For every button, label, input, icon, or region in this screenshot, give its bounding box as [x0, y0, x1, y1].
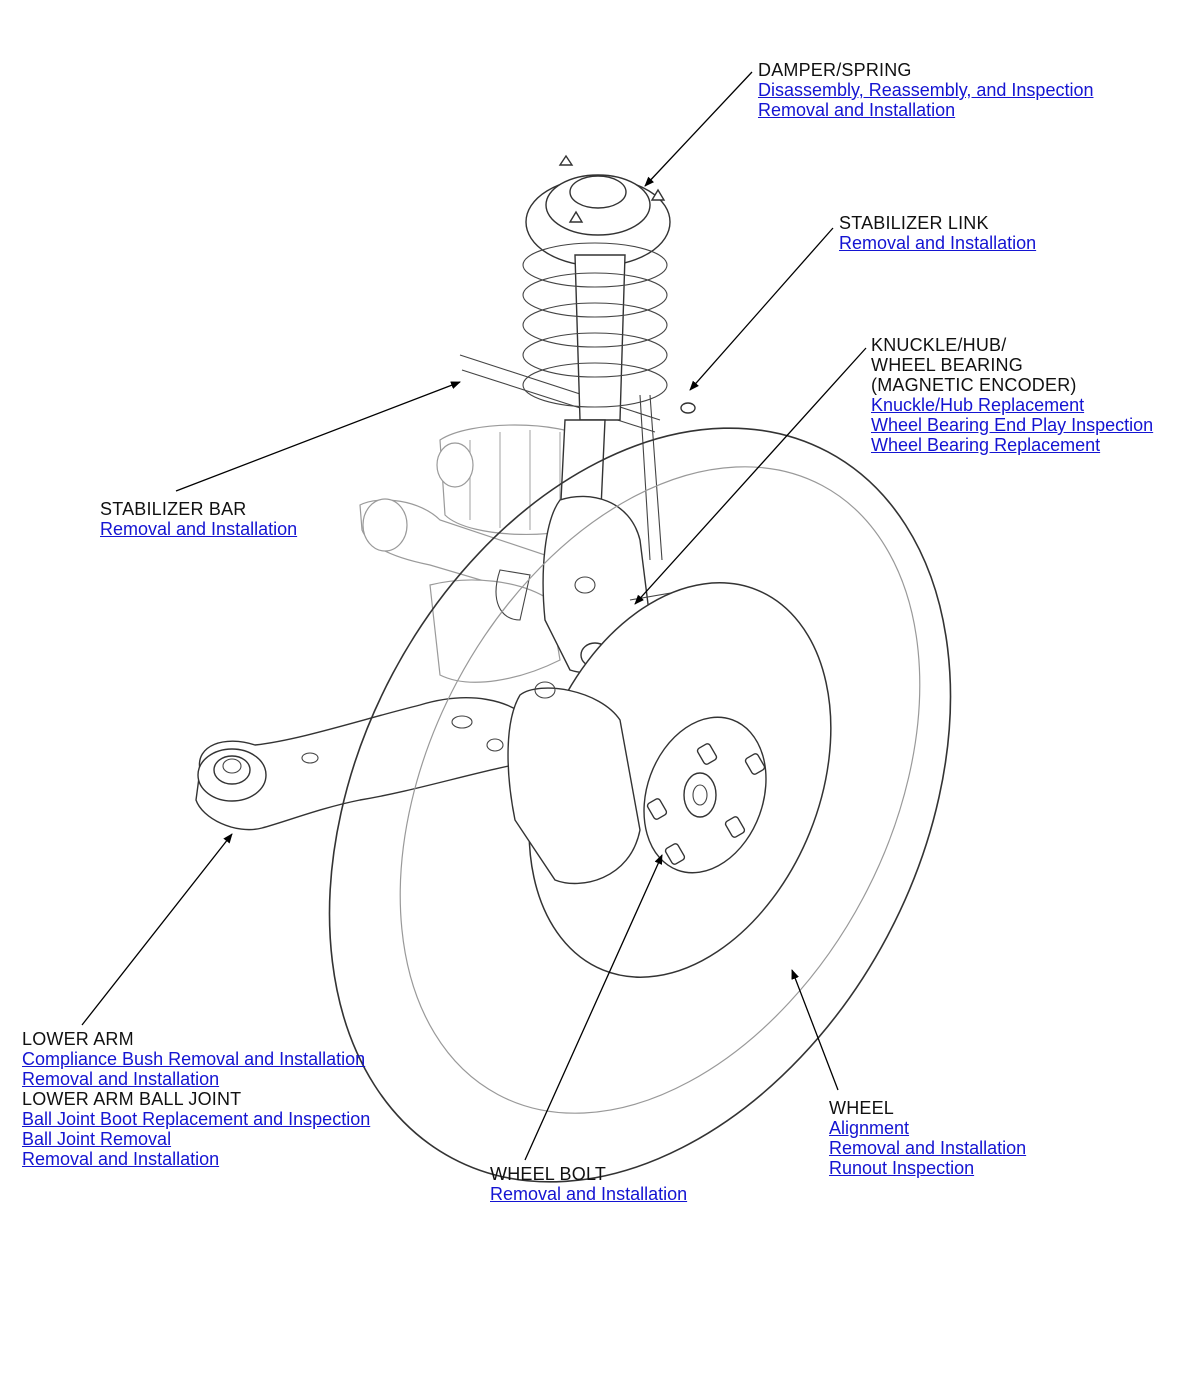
wheel-bearing-end-play-link[interactable]: Wheel Bearing End Play Inspection [871, 415, 1154, 435]
stabilizer-bar-heading: STABILIZER BAR [100, 499, 247, 519]
knuckle-heading-line-1: KNUCKLE/HUB/ [871, 335, 1007, 355]
brake-hub-illustration [486, 681, 767, 885]
ball-joint-removal-link[interactable]: Ball Joint Removal [22, 1129, 172, 1149]
damper-removal-link[interactable]: Removal and Installation [758, 100, 956, 120]
stabilizer-bar-illustration [459, 354, 661, 433]
stabilizer-link-leader [689, 227, 834, 391]
wheel-alignment-link[interactable]: Alignment [829, 1118, 910, 1138]
knuckle-heading-line-3: (MAGNETIC ENCODER) [871, 375, 1077, 395]
knuckle-callout: KNUCKLE/HUB/ WHEEL BEARING (MAGNETIC ENC… [871, 335, 1153, 455]
lower-arm-removal-link[interactable]: Removal and Installation [22, 1069, 220, 1089]
knuckle-hub-replacement-link[interactable]: Knuckle/Hub Replacement [871, 395, 1085, 415]
wheel-bolt-callout: WHEEL BOLT Removal and Installation [490, 1164, 687, 1204]
damper-spring-leader [644, 71, 753, 187]
wheel-callout: WHEEL Alignment Removal and Installation… [829, 1098, 1026, 1178]
damper-disassembly-link[interactable]: Disassembly, Reassembly, and Inspection [758, 80, 1094, 100]
stabilizer-link-heading: STABILIZER LINK [839, 213, 989, 233]
stabilizer-link-callout: STABILIZER LINK Removal and Installation [839, 213, 1036, 253]
lower-arm-leader [81, 833, 233, 1026]
wheel-bearing-replacement-link[interactable]: Wheel Bearing Replacement [871, 435, 1101, 455]
wheel-bolt-heading: WHEEL BOLT [490, 1164, 607, 1184]
damper-spring-callout: DAMPER/SPRING Disassembly, Reassembly, a… [758, 60, 1093, 120]
knuckle-leader [634, 347, 867, 605]
stabilizer-bar-leader [175, 381, 461, 492]
wheel-removal-link[interactable]: Removal and Installation [829, 1138, 1027, 1158]
wheel-bolt-leader [524, 854, 663, 1161]
compliance-bush-link[interactable]: Compliance Bush Removal and Installation [22, 1049, 366, 1069]
stabilizer-bar-callout: STABILIZER BAR Removal and Installation [100, 499, 297, 539]
damper-spring-heading: DAMPER/SPRING [758, 60, 912, 80]
wheel-runout-link[interactable]: Runout Inspection [829, 1158, 975, 1178]
ball-joint-removal-installation-link[interactable]: Removal and Installation [22, 1149, 220, 1169]
ball-joint-boot-link[interactable]: Ball Joint Boot Replacement and Inspecti… [22, 1109, 371, 1129]
damper-spring-illustration [522, 154, 696, 561]
wheel-heading: WHEEL [829, 1098, 895, 1118]
knuckle-heading-line-2: WHEEL BEARING [871, 355, 1023, 375]
lower-arm-heading: LOWER ARM [22, 1029, 134, 1049]
lower-arm-illustration [195, 579, 561, 831]
wheel-leader [791, 969, 839, 1091]
lower-arm-callout: LOWER ARM Compliance Bush Removal and In… [22, 1029, 370, 1169]
stabilizer-link-removal-link[interactable]: Removal and Installation [839, 233, 1037, 253]
lower-arm-ball-joint-heading: LOWER ARM BALL JOINT [22, 1089, 242, 1109]
leader-lines [81, 71, 867, 1161]
wheel-bolt-removal-link[interactable]: Removal and Installation [490, 1184, 688, 1204]
stabilizer-bar-removal-link[interactable]: Removal and Installation [100, 519, 298, 539]
